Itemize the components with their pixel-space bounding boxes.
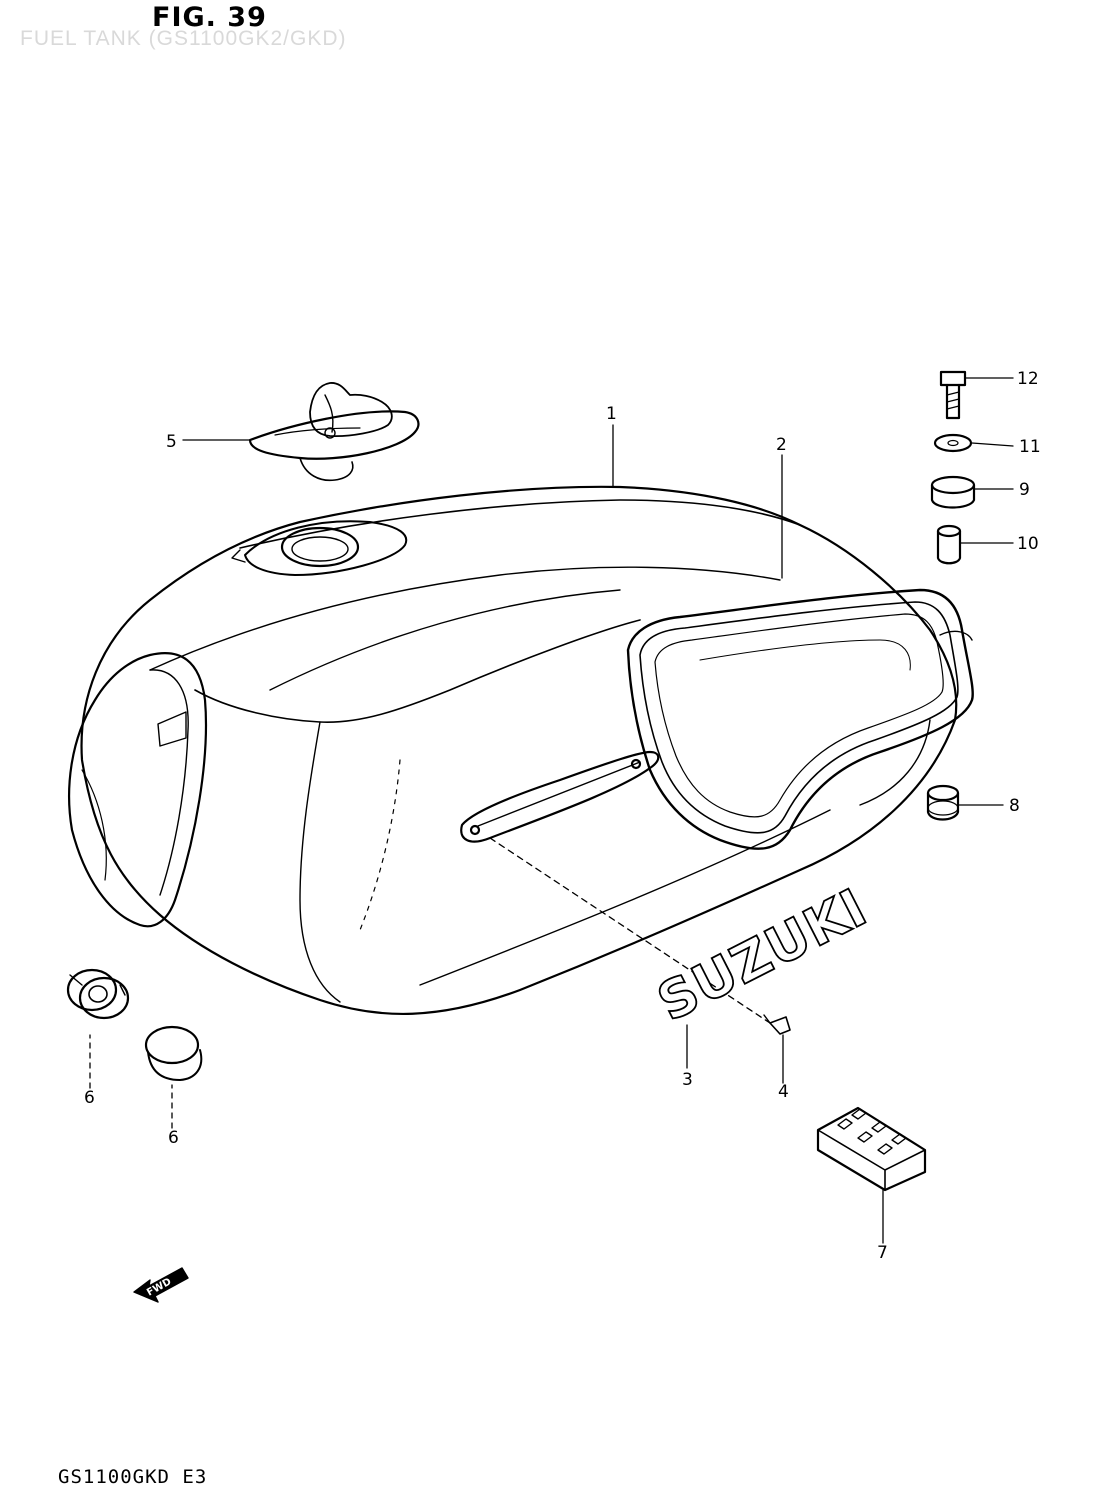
model-code: GS1100GKD E3 <box>58 1466 208 1488</box>
callout-12: 12 <box>1017 369 1039 389</box>
figure-subtitle: FUEL TANK (GS1100GK2/GKD) <box>20 27 347 50</box>
emblem-text: SUZUKI <box>649 878 877 1034</box>
callout-1: 1 <box>606 404 617 424</box>
figure-number: FIG. 39 <box>152 2 267 33</box>
callout-6-small-grommet: 6 <box>168 1128 179 1148</box>
screw <box>763 1014 791 1035</box>
tank-cushion <box>816 1106 927 1192</box>
fuel-tank <box>68 485 958 1016</box>
forward-direction-arrow <box>133 1267 189 1303</box>
callout-10: 10 <box>1017 534 1039 554</box>
callout-labels: 1 2 3 4 5 6 6 7 8 9 10 11 12 <box>84 369 1041 1263</box>
fuel-cap <box>248 382 420 482</box>
callout-11: 11 <box>1019 437 1041 457</box>
cushion-cap <box>926 784 960 821</box>
callout-7: 7 <box>877 1243 888 1263</box>
leader-lines <box>89 377 1014 1244</box>
cushion-ring <box>930 475 976 509</box>
callout-2: 2 <box>776 435 787 455</box>
callout-6-large-grommet: 6 <box>84 1088 95 1108</box>
callout-3: 3 <box>682 1070 693 1090</box>
bolt <box>939 370 967 420</box>
collar <box>936 524 962 565</box>
suzuki-emblem: SUZUKI <box>648 877 878 1035</box>
callout-4: 4 <box>778 1082 789 1102</box>
washer <box>933 433 973 453</box>
callout-5: 5 <box>166 432 177 452</box>
grommet-small <box>144 1025 203 1081</box>
grommet-large <box>66 968 130 1020</box>
callout-9: 9 <box>1019 480 1030 500</box>
emblem-gasket <box>626 588 974 850</box>
callout-8: 8 <box>1009 796 1020 816</box>
